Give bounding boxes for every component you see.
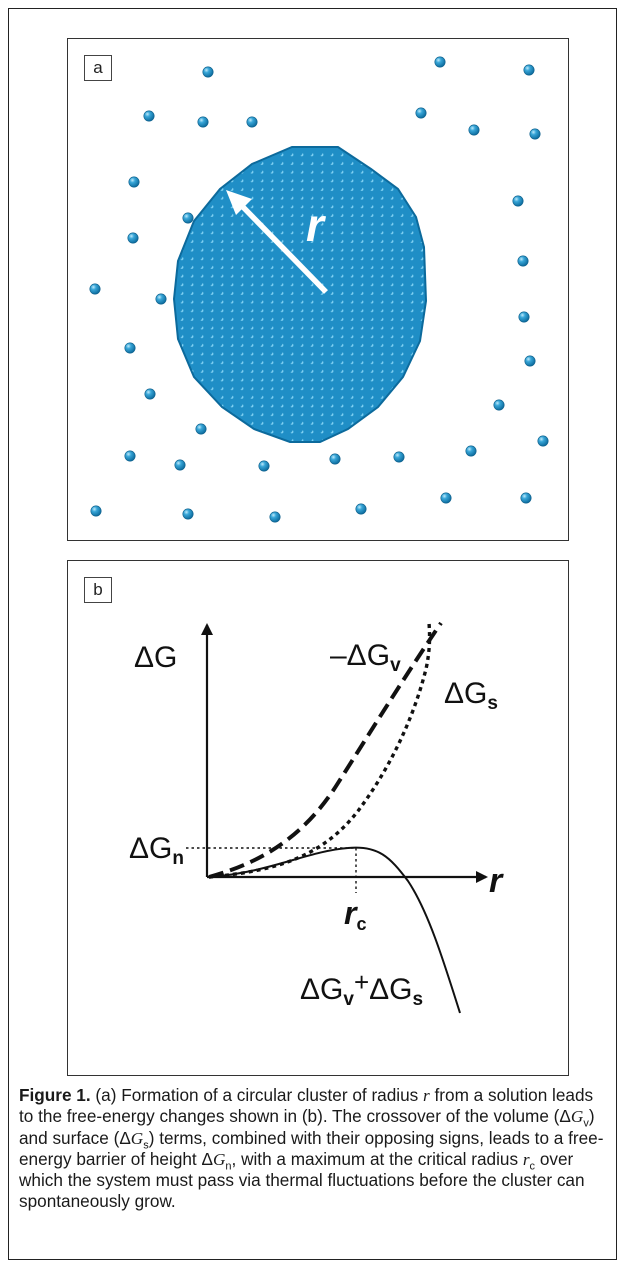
solute-particle [493,399,505,411]
solute-particle [434,56,446,68]
solute-particle [143,110,155,122]
solute-particle [197,116,209,128]
solute-particle [512,195,524,207]
caption-figure-number: Figure 1. [19,1085,91,1105]
caption-subscript: c [529,1160,536,1173]
caption-text: ) terms, combined with their opposing si… [19,1127,604,1169]
solute-particle [329,453,341,465]
barrier-height-label: ΔGn [129,832,184,869]
solute-particle [124,450,136,462]
solute-particle [524,355,536,367]
surface-term-label: ΔGs [444,677,498,714]
solute-particle [529,128,541,140]
figure-caption: Figure 1. (a) Formation of a circular cl… [19,1085,609,1213]
solute-particle [174,459,186,471]
solute-particle [465,445,477,457]
solute-particle [537,435,549,447]
solute-particle [393,451,405,463]
solute-particle [269,511,281,523]
solute-particles [89,56,549,523]
caption-math-g: G [212,1149,226,1169]
panel-b-free-energy-plot: ΔG r –ΔGv ΔGs ΔGn rc ΔGv+ΔGs b [67,560,569,1076]
solute-particle [520,492,532,504]
caption-math-r: r [522,1149,530,1169]
caption-text: , with a maximum at the critical radius [231,1148,523,1169]
caption-subscript: s [143,1139,149,1152]
negative-volume-term-curve [208,622,432,879]
solute-particle [258,460,270,472]
radius-arrow-head [226,190,252,215]
critical-radius-label: rc [344,895,366,934]
solute-particle [127,232,139,244]
solute-particle [415,107,427,119]
panel-a-label: a [84,55,112,81]
caption-text: over which the system must pass via ther… [19,1148,585,1212]
solute-particle [202,66,214,78]
solute-particle [182,212,194,224]
solute-particle [195,423,207,435]
x-axis-label: r [489,862,504,900]
caption-subscript: n [225,1160,232,1173]
panel-b-label: b [84,577,112,603]
solute-particle [128,176,140,188]
caption-subscript: v [583,1117,589,1130]
solute-particle [182,508,194,520]
caption-math-g: G [130,1128,144,1148]
solute-particle [523,64,535,76]
solute-particle [355,503,367,515]
solute-particle [440,492,452,504]
caption-text: (a) Formation of a circular cluster of r… [90,1085,424,1105]
surface-term-curve [208,621,443,879]
caption-math-r: r [423,1086,430,1105]
panel-a-cluster-diagram: r a [67,38,569,541]
solute-particle [144,388,156,400]
solute-particle [124,342,136,354]
solute-particle [90,505,102,517]
solute-particle [155,293,167,305]
caption-text: from a solution leads to the free-energy… [19,1085,594,1127]
cluster-illustration: r [89,56,549,523]
solute-particle [89,283,101,295]
negative-volume-term-label: –ΔGv [330,639,401,676]
caption-math-g: G [570,1107,584,1127]
y-axis-label: ΔG [134,641,177,674]
solute-particle [517,255,529,267]
solute-particle [468,124,480,136]
solute-particle [246,116,258,128]
solute-particle [518,311,530,323]
radius-label: r [306,199,326,251]
cluster [172,146,428,443]
caption-text: ) and surface (Δ [19,1106,595,1148]
free-energy-graph: ΔG r –ΔGv ΔGs ΔGn rc ΔGv+ΔGs [129,621,504,1014]
radius-arrow-shaft [241,205,328,294]
total-free-energy-label: ΔGv+ΔGs [300,967,423,1010]
total-free-energy-curve [208,846,461,1014]
